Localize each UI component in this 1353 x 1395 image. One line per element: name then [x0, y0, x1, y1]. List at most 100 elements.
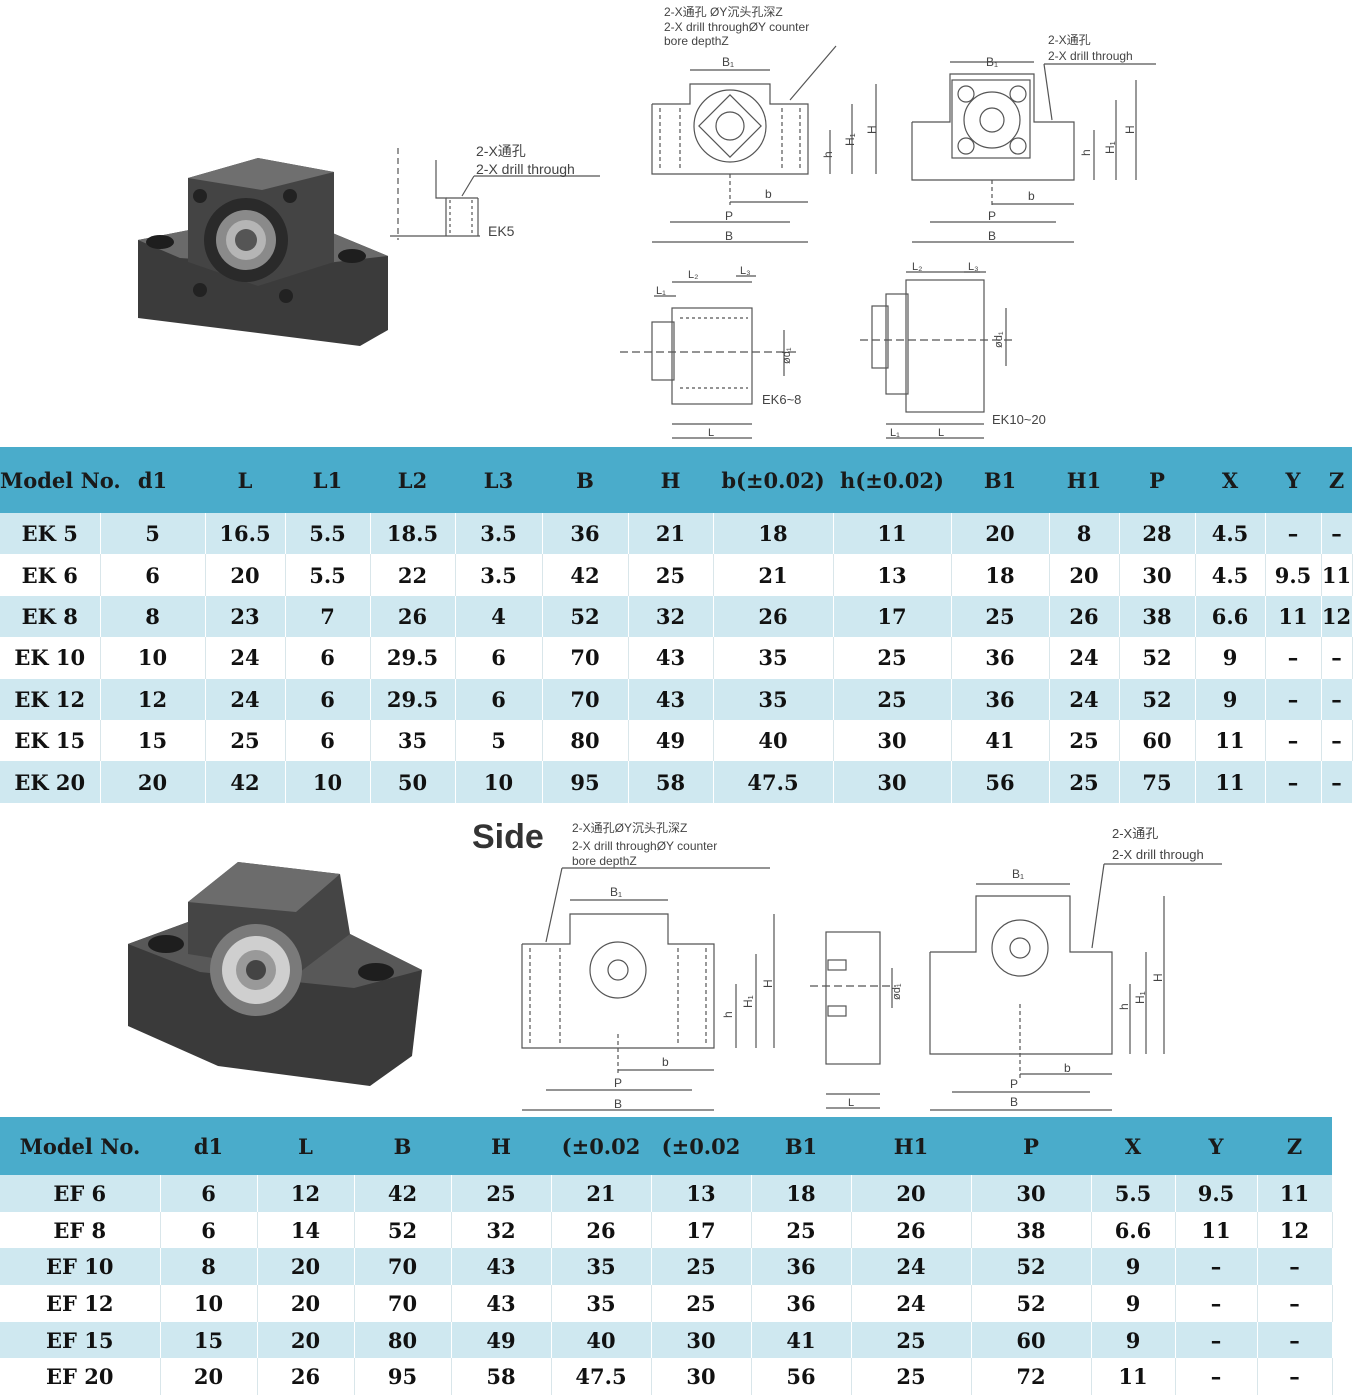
- dim-l3-a: L₃: [740, 265, 751, 277]
- value-cell: 24: [851, 1248, 972, 1286]
- value-cell: 26: [1049, 595, 1120, 638]
- ek-product-photo: [138, 158, 388, 346]
- ef-dim-H-b: H: [1151, 973, 1165, 982]
- value-cell: 25: [1049, 719, 1120, 762]
- value-cell: 52: [971, 1248, 1092, 1286]
- col-z: Z: [1321, 447, 1352, 513]
- value-cell: 36: [951, 637, 1050, 679]
- col-model: Model No.: [0, 447, 121, 513]
- value-cell: 8: [160, 1248, 258, 1286]
- value-cell: 10: [160, 1285, 258, 1322]
- dim-b-b: b: [1028, 189, 1035, 203]
- value-cell: 42: [542, 554, 629, 596]
- value-cell: –: [1265, 678, 1322, 720]
- dim-l-a: L: [708, 427, 714, 439]
- value-cell: –: [1265, 761, 1322, 803]
- ef-dim-p-a: P: [614, 1076, 622, 1090]
- value-cell: 9.5: [1175, 1175, 1258, 1212]
- value-cell: 25: [651, 1248, 752, 1286]
- value-cell: 24: [851, 1285, 972, 1322]
- ek5-label: EK5: [488, 223, 515, 239]
- dim-h-a: h: [821, 151, 835, 158]
- value-cell: 60: [971, 1321, 1092, 1359]
- col-h-tol: h(±0.02): [833, 447, 951, 513]
- value-cell: 52: [971, 1285, 1092, 1322]
- value-cell: 25: [205, 719, 286, 762]
- value-cell: 11: [1175, 1211, 1258, 1249]
- value-cell: –: [1265, 513, 1322, 555]
- ef-dim-h1-a: H₁: [741, 995, 755, 1008]
- value-cell: 3.5: [455, 554, 543, 596]
- model-cell: EK 12: [0, 678, 101, 720]
- col-x: X: [1195, 447, 1265, 513]
- value-cell: 38: [971, 1211, 1092, 1249]
- col-y: Y: [1265, 447, 1321, 513]
- ek-drawings: 2-X通孔 2-X drill through EK5 2-X通孔 ØY沉头孔深…: [138, 5, 1156, 439]
- ef-col-d1: d1: [160, 1117, 257, 1175]
- dim-l3-b: L₃: [968, 261, 979, 273]
- photo-drill-cn: 2-X通孔: [476, 143, 526, 159]
- value-cell: –: [1257, 1321, 1333, 1359]
- ef-dim-l: L: [848, 1097, 854, 1109]
- dim-h1-b: H₁: [1103, 141, 1117, 154]
- value-cell: 20: [257, 1285, 355, 1322]
- value-cell: –: [1321, 513, 1353, 555]
- value-cell: 24: [1049, 637, 1120, 679]
- value-cell: 12: [1257, 1211, 1333, 1249]
- value-cell: 70: [542, 637, 629, 679]
- ef-front-view-1: [521, 867, 775, 1111]
- ef-dim-B-a: B: [614, 1097, 622, 1111]
- ef-drawing-area: 2-X通孔ØY沉头孔深Z 2-X drill throughØY counter…: [0, 804, 1332, 1117]
- value-cell: 25: [451, 1175, 552, 1212]
- value-cell: 5: [100, 513, 206, 555]
- value-cell: 56: [751, 1358, 852, 1395]
- value-cell: 8: [1049, 513, 1120, 555]
- col-l2: L2: [370, 447, 455, 513]
- value-cell: 20: [257, 1248, 355, 1286]
- value-cell: 21: [551, 1175, 652, 1212]
- model-cell: EF 8: [0, 1211, 161, 1249]
- value-cell: 30: [833, 761, 952, 803]
- value-cell: 38: [1119, 595, 1196, 638]
- dim-B-a: B: [725, 229, 733, 243]
- value-cell: 6: [285, 719, 371, 762]
- ef-dim-b1-a: B₁: [610, 885, 622, 899]
- dim-b-a: b: [765, 187, 772, 201]
- value-cell: 80: [354, 1321, 452, 1359]
- value-cell: 6: [160, 1211, 258, 1249]
- ek68-label: EK6~8: [762, 392, 801, 407]
- value-cell: 6: [100, 554, 206, 596]
- value-cell: 6: [455, 678, 543, 720]
- value-cell: 16.5: [205, 513, 286, 555]
- ef-col-b-tol: (±0.02: [551, 1117, 651, 1175]
- ef-spec-table: Model No. d1 L B H (±0.02 (±0.02 B1 H1 P…: [0, 1117, 1333, 1395]
- ek-table-header: Model No. d1 L L1 L2 L3 B H b(±0.02) h(±…: [0, 447, 1352, 513]
- value-cell: 25: [851, 1358, 972, 1395]
- value-cell: 20: [851, 1175, 972, 1212]
- value-cell: 29.5: [370, 678, 456, 720]
- value-cell: 4.5: [1195, 513, 1266, 555]
- ef-col-model: Model No.: [0, 1117, 160, 1175]
- ef-drawings: 2-X通孔ØY沉头孔深Z 2-X drill throughØY counter…: [128, 821, 1222, 1111]
- value-cell: 43: [451, 1285, 552, 1322]
- value-cell: –: [1257, 1358, 1333, 1395]
- value-cell: 36: [542, 513, 629, 555]
- value-cell: 8: [100, 595, 206, 638]
- value-cell: 41: [951, 719, 1050, 762]
- value-cell: 24: [1049, 678, 1120, 720]
- ef-col-b: B: [354, 1117, 451, 1175]
- ef-dim-H-a: H: [761, 979, 775, 988]
- ef-col-h1: H1: [851, 1117, 971, 1175]
- value-cell: 10: [285, 761, 371, 803]
- col-b: B: [542, 447, 628, 513]
- value-cell: 10: [455, 761, 543, 803]
- model-cell: EK 15: [0, 719, 101, 762]
- ef-dim-h-b: h: [1117, 1003, 1131, 1010]
